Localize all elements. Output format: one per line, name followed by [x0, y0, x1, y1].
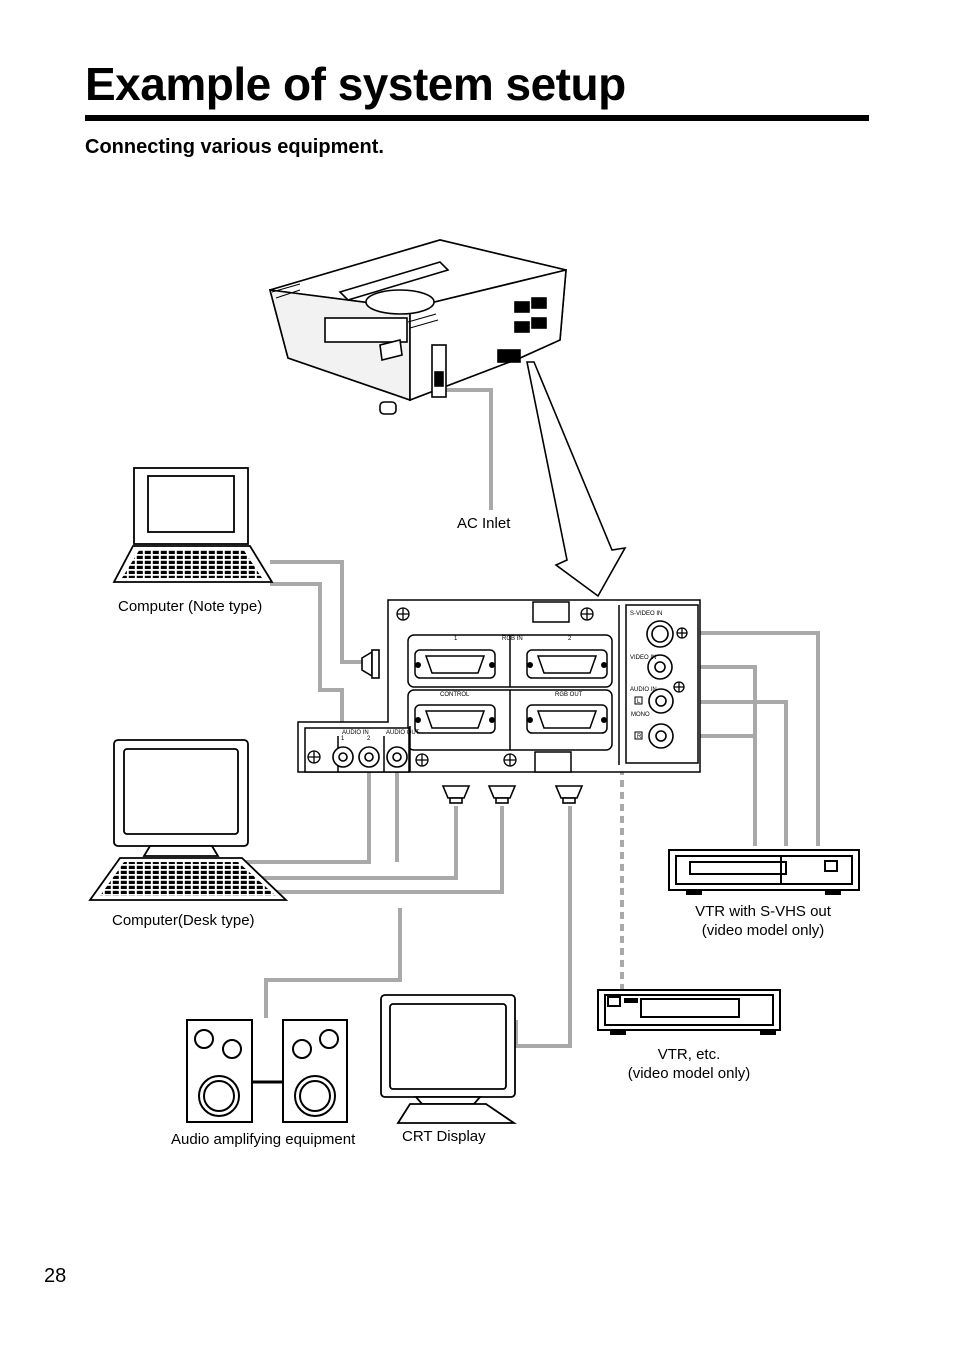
vtr-svhs-label-line2: (video model only): [701, 922, 825, 939]
page-title: Example of system setup: [85, 58, 626, 110]
cable-plugs: [361, 649, 584, 804]
vtr-etc-icon: [597, 989, 781, 1035]
control-port: [414, 704, 496, 734]
audio-equipment-label: Audio amplifying equipment: [171, 1131, 356, 1148]
panel-audio-in-1: 1: [341, 736, 345, 742]
panel-video-in: VIDEO IN: [630, 655, 656, 661]
panel-s-video-in: S-VIDEO IN: [630, 611, 662, 617]
cable-note-rgb: [270, 560, 362, 664]
cable-video: [690, 665, 788, 846]
panel-audio-in-av: AUDIO IN: [630, 687, 657, 693]
desktop-computer-icon: [88, 739, 289, 901]
vtr-svhs-label: VTR with S-VHS out (video model only): [680, 902, 846, 940]
panel-audio-out: AUDIO OUT: [386, 730, 420, 736]
vtr-svhs-label-line1: VTR with S-VHS out: [695, 903, 831, 920]
projector-icon: [268, 239, 567, 415]
cables: [230, 388, 820, 1048]
panel-rgb-in-1: 1: [454, 636, 458, 642]
cable-svideo: [690, 631, 820, 846]
panel-audio-r: R: [637, 734, 642, 740]
speaker-left-icon: [186, 1019, 253, 1123]
panel-rgb-in-2: 2: [568, 636, 572, 642]
panel-audio-l: L: [637, 699, 641, 705]
cable-desk-control: [232, 806, 458, 880]
panel-rgb-out: RGB OUT: [555, 692, 583, 698]
vtr-etc-label-line1: VTR, etc.: [657, 1046, 721, 1063]
cable-speaker: [264, 908, 402, 1018]
panel-audio-in-2: 2: [367, 736, 371, 742]
cable-note-audio: [270, 582, 344, 750]
cable-desk-audio: [230, 768, 371, 864]
notebook-computer-icon: [112, 467, 274, 583]
page-number: 28: [44, 1265, 67, 1287]
speaker-right-icon: [282, 1019, 348, 1123]
av-jacks: [332, 620, 674, 768]
cable-crt: [514, 806, 572, 1048]
panel-control: CONTROL: [440, 692, 470, 698]
rgb-out-port: [526, 704, 608, 734]
vtr-etc-label-line2: (video model only): [627, 1065, 751, 1082]
computer-note-label: Computer (Note type): [118, 598, 263, 615]
panel-mono: MONO: [631, 712, 650, 718]
cable-desk-rgb: [260, 806, 504, 894]
crt-display-icon: [380, 994, 517, 1124]
vtr-svhs-icon: [668, 849, 860, 895]
rgb-in-1-port: [414, 649, 496, 679]
crt-display-label: CRT Display: [402, 1128, 486, 1145]
page-subtitle: Connecting various equipment.: [85, 136, 384, 158]
rear-panel: [297, 599, 701, 773]
zoom-arrow: [526, 361, 627, 598]
panel-rgb-in: RGB IN: [502, 636, 523, 642]
panel-audio-in: AUDIO IN: [342, 730, 369, 736]
dsub-connectors: [414, 649, 608, 734]
computer-desk-label: Computer(Desk type): [112, 912, 255, 929]
title-rule: [85, 115, 869, 121]
ac-inlet-label: AC Inlet: [457, 515, 511, 532]
vtr-etc-label: VTR, etc. (video model only): [610, 1045, 768, 1083]
cable-ac-inlet: [432, 388, 493, 510]
rgb-in-2-port: [526, 649, 608, 679]
screw-icons: [307, 607, 688, 767]
